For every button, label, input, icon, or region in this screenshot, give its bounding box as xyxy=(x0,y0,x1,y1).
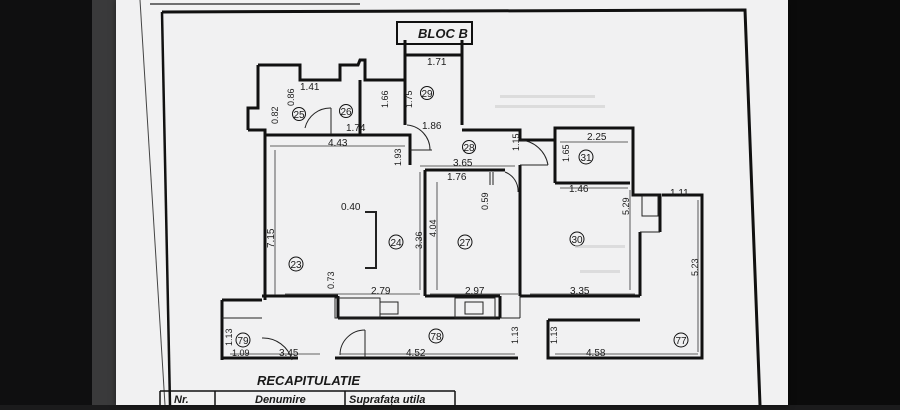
dim-label: 0.86 xyxy=(286,88,296,106)
room-number: 78 xyxy=(430,332,442,343)
dim-label: 1.13 xyxy=(510,326,520,344)
recap-table: Nr. Denumire Suprafața utila xyxy=(159,390,456,406)
room-marker-31: 31 xyxy=(578,149,594,165)
recap-title: RECAPITULATIE xyxy=(257,373,360,388)
floor-plan-sheet: BLOC B xyxy=(116,0,788,406)
dim-label: 3.35 xyxy=(570,286,590,297)
inner-lines xyxy=(222,172,660,319)
room-markers: 25 26 29 28 31 24 xyxy=(235,86,689,348)
bleed-through-text xyxy=(495,95,625,273)
room-marker-79: 79 xyxy=(235,332,251,348)
dim-label: 1.75 xyxy=(404,90,414,108)
room-number: 23 xyxy=(290,260,302,271)
dim-label: 0.73 xyxy=(326,271,336,289)
dim-label: 1.15 xyxy=(511,133,521,151)
room-marker-27: 27 xyxy=(457,234,473,250)
dim-label: 4.58 xyxy=(586,348,606,359)
room-number: 24 xyxy=(390,238,402,249)
drawing-border xyxy=(161,8,762,406)
room-number: 77 xyxy=(675,336,687,347)
room-number: 25 xyxy=(293,110,305,121)
floor-plan-drawing: BLOC B xyxy=(139,0,762,406)
dim-label: 1.66 xyxy=(380,90,390,108)
dim-label: 3.36 xyxy=(414,231,424,249)
room-marker-25: 25 xyxy=(292,107,306,121)
dim-label: 4.04 xyxy=(428,219,438,237)
dim-label: 7.15 xyxy=(266,228,277,248)
dim-label: 5.29 xyxy=(621,197,631,215)
recap-header-denumire: Denumire xyxy=(255,394,306,405)
room-marker-28: 28 xyxy=(462,140,476,154)
dim-label: 4.43 xyxy=(328,138,348,149)
desk-surface-right xyxy=(780,0,900,405)
dim-label: 5.23 xyxy=(690,258,700,276)
dimension-labels: 1.41 0.86 0.82 1.66 1.74 1.75 1.71 1.86 … xyxy=(224,57,700,359)
dim-label: 2.97 xyxy=(465,286,485,297)
bloc-label-box xyxy=(396,21,473,45)
recap-header-suprafata: Suprafața utila xyxy=(349,394,425,405)
dim-label: 0.40 xyxy=(341,202,361,213)
room-number: 26 xyxy=(340,107,352,118)
dim-label: 3.45 xyxy=(279,348,299,359)
dim-label: 1.09 xyxy=(232,348,250,358)
dim-label: 1.41 xyxy=(300,82,320,93)
dim-label: 1.13 xyxy=(549,326,559,344)
dim-label: 1.71 xyxy=(427,57,447,68)
dim-label: 0.59 xyxy=(480,192,490,210)
dim-label: 4.52 xyxy=(406,348,426,359)
dim-label: 1.93 xyxy=(393,148,403,166)
drawing-border-left xyxy=(160,11,172,406)
room-marker-30: 30 xyxy=(569,231,585,247)
door-swings xyxy=(261,107,549,361)
dim-label: 3.65 xyxy=(453,158,473,169)
room-marker-29: 29 xyxy=(420,86,434,100)
room-marker-78: 78 xyxy=(428,328,444,344)
dim-label: 1.65 xyxy=(561,144,571,162)
dim-label: 1.74 xyxy=(346,123,366,134)
room-marker-23: 23 xyxy=(288,256,304,272)
room-number: 31 xyxy=(580,153,592,164)
room-marker-77: 77 xyxy=(673,332,689,348)
recap-header-nr: Nr. xyxy=(174,394,189,405)
sheet-edge-left xyxy=(139,0,166,406)
room-marker-24: 24 xyxy=(388,234,404,250)
walls xyxy=(220,40,704,360)
room-number: 27 xyxy=(459,238,471,249)
room-marker-26: 26 xyxy=(339,104,353,118)
dim-label: 1.46 xyxy=(569,184,589,195)
room-number: 29 xyxy=(421,89,433,100)
dim-label: 2.79 xyxy=(371,286,391,297)
dim-label: 2.25 xyxy=(587,132,607,143)
bloc-label: BLOC B xyxy=(418,26,468,41)
dim-label: 1.11 xyxy=(670,188,689,199)
dim-label: 1.86 xyxy=(422,121,442,132)
dim-label: 1.13 xyxy=(224,328,234,346)
dim-label: 0.82 xyxy=(270,106,280,124)
room-number: 30 xyxy=(571,235,583,246)
room-number: 28 xyxy=(463,143,475,154)
dim-label: 1.76 xyxy=(447,172,467,183)
dimension-lines xyxy=(230,141,699,355)
room-number: 79 xyxy=(237,336,249,347)
